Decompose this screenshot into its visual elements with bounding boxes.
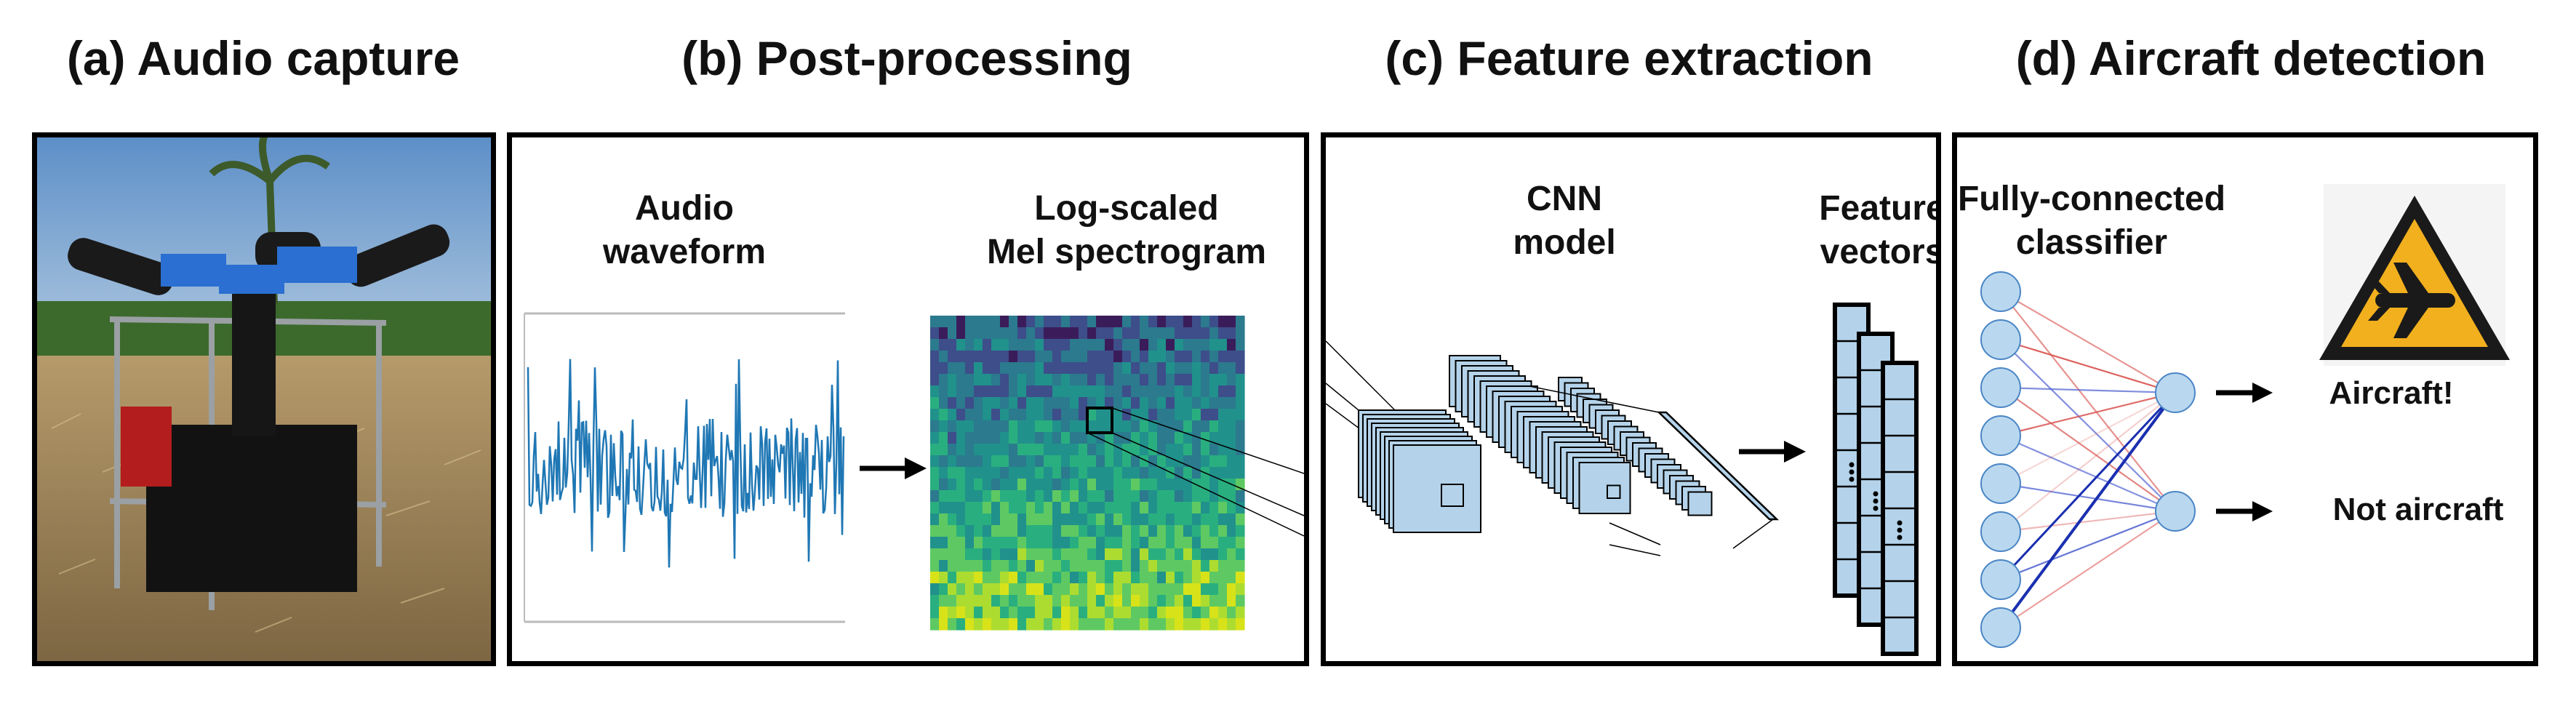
cnn-label-line2: model <box>1513 223 1616 262</box>
arrow-to-spectrogram <box>860 457 927 479</box>
aircraft-warning-icon <box>2319 184 2510 366</box>
feature-extraction-graphics <box>1326 303 1919 656</box>
aircraft-detection-graphics <box>1980 184 2510 648</box>
output-aircraft-label: Aircraft! <box>2329 375 2454 411</box>
waveform-label-line2: waveform <box>602 233 767 271</box>
title-post-processing: (b) Post-processing <box>681 31 1132 85</box>
feature-vectors-label: Feature vectors <box>1819 187 1941 274</box>
cnn-connection-lines <box>1529 385 1774 556</box>
title-aircraft-detection: (d) Aircraft detection <box>2015 31 2487 85</box>
panel-feature-extraction: CNN model Feature vectors <box>1321 132 1941 666</box>
classifier-label-line2: classifier <box>2015 223 2168 262</box>
arrow-to-aircraft <box>2216 383 2273 403</box>
audio-capture-photo <box>37 137 491 661</box>
classifier-neurons <box>1980 271 2196 648</box>
post-processing-graphics <box>524 312 1304 631</box>
mel-spectrogram <box>930 316 1245 631</box>
output-not-aircraft-label: Not aircraft <box>2332 492 2504 527</box>
battery <box>121 407 172 487</box>
feature-label-line2: vectors <box>1820 233 1941 271</box>
spectrogram-patch <box>1086 407 1113 434</box>
waveform-label-line1: Audio <box>635 189 734 228</box>
classifier-weights <box>1999 291 2177 629</box>
classifier-label: Fully-connected classifier <box>1958 177 2225 265</box>
feature-vectors-stack <box>1833 303 1919 656</box>
cnn-layer-1 <box>1358 409 1481 533</box>
cnn-layer-2 <box>1449 355 1631 514</box>
audio-waveform <box>527 359 845 568</box>
waveform-label: Audio waveform <box>603 187 766 274</box>
panel-aircraft-detection: Fully-connected classifier Aircraft! Not… <box>1952 132 2538 666</box>
classifier-label-line1: Fully-connected <box>1957 180 2226 218</box>
cnn-label: CNN model <box>1513 177 1615 265</box>
patch-projection-lines <box>1087 407 1304 537</box>
cnn-dense-layer <box>1656 411 1780 521</box>
microphones <box>68 224 450 295</box>
airplane-icon <box>2368 263 2455 338</box>
panel-post-processing: Audio waveform Log-scaled Mel spectrogra… <box>507 132 1309 666</box>
cnn-label-line1: CNN <box>1526 180 1602 218</box>
panel-audio-capture <box>32 132 496 666</box>
spectrogram-label-line2: Mel spectrogram <box>986 233 1267 271</box>
spectrogram-label-line1: Log-scaled <box>1034 189 1219 228</box>
feature-label-line1: Feature <box>1819 189 1941 228</box>
spectrogram-label: Log-scaled Mel spectrogram <box>987 187 1266 274</box>
mast <box>232 268 276 436</box>
arrow-to-feature-vectors <box>1739 441 1806 463</box>
title-audio-capture: (a) Audio capture <box>66 31 460 85</box>
title-feature-extraction: (c) Feature extraction <box>1385 31 1873 85</box>
arrow-to-not-aircraft <box>2216 501 2273 521</box>
rig-electronics <box>146 425 357 592</box>
